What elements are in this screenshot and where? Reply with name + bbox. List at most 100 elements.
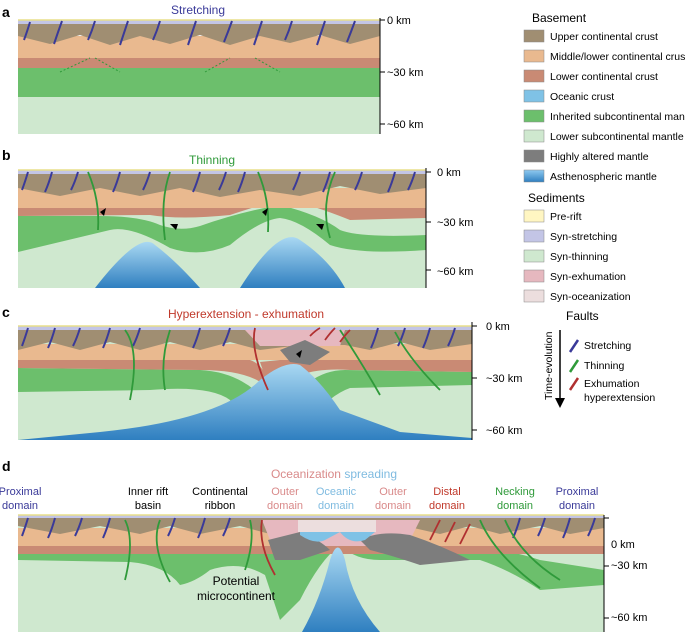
legend: Basement Upper continental crust Middle/… <box>523 11 685 408</box>
svg-text:basin: basin <box>135 500 161 512</box>
legend-item: Middle/lower continental crust <box>523 49 685 63</box>
time-arrow-head <box>555 398 565 408</box>
svg-text:Outer: Outer <box>271 486 299 498</box>
svg-text:Exhumation: Exhumation <box>584 378 640 390</box>
domain-label: Oceanic domain <box>316 486 357 512</box>
depth-0-a: 0 km <box>387 15 411 27</box>
domain-label: Continental ribbon <box>192 486 248 512</box>
panel-letter-c: c <box>2 304 10 320</box>
legend-item: Lower subcontinental mantle <box>523 129 684 143</box>
svg-text:Pre-rift: Pre-rift <box>550 211 582 223</box>
panel-c: c Hyperextension - exhumation <box>2 304 522 440</box>
legend-item: Syn-oceanization <box>523 289 631 303</box>
depth-60-a: ~60 km <box>387 119 423 131</box>
depth-30-d: ~30 km <box>611 560 647 572</box>
panel-d-title: Oceanization spreading <box>271 467 397 481</box>
depth-60-b: ~60 km <box>437 266 473 278</box>
svg-text:Highly altered mantle: Highly altered mantle <box>550 151 649 163</box>
time-evolution-label: Time-evolution <box>543 331 555 400</box>
panel-b-title: Thinning <box>189 153 235 167</box>
svg-text:domain: domain <box>497 500 533 512</box>
svg-text:Lower subcontinental mantle: Lower subcontinental mantle <box>550 131 684 143</box>
depth-axis-b <box>425 168 431 288</box>
depth-0-d: 0 km <box>611 539 635 551</box>
cross-section-b <box>18 169 426 288</box>
panel-letter-d: d <box>2 458 11 474</box>
svg-text:domain: domain <box>559 500 595 512</box>
panel-a: a Stretching 0 km ~30 km ~60 <box>2 3 423 134</box>
legend-item: Syn-thinning <box>523 249 609 263</box>
domain-label: Necking domain <box>495 486 535 512</box>
legend-item: Syn-exhumation <box>523 269 626 283</box>
svg-text:Lower continental crust: Lower continental crust <box>550 71 658 83</box>
cross-section-d <box>18 514 604 632</box>
legend-sediments-title: Sediments <box>528 191 585 205</box>
svg-text:Asthenospheric mantle: Asthenospheric mantle <box>550 171 657 183</box>
svg-text:Proximal: Proximal <box>0 486 41 498</box>
depth-30-c: ~30 km <box>486 373 522 385</box>
depth-axis-a <box>379 18 385 134</box>
svg-text:Stretching: Stretching <box>584 340 631 352</box>
svg-text:Distal: Distal <box>433 486 461 498</box>
domain-label: Proximal domain <box>556 486 599 512</box>
svg-text:Syn-oceanization: Syn-oceanization <box>550 291 631 303</box>
panel-a-title: Stretching <box>171 3 225 17</box>
legend-item: Inherited subcontinental mantle <box>523 109 685 123</box>
legend-item: Oceanic crust <box>523 89 614 103</box>
depth-60-d: ~60 km <box>611 612 647 624</box>
panel-letter-b: b <box>2 147 11 163</box>
annotation-microcontinent-l2: microcontinent <box>197 589 276 603</box>
domain-label: Outer domain <box>375 486 411 512</box>
legend-item: Lower continental crust <box>523 69 658 83</box>
domain-label: Inner rift basin <box>128 486 168 512</box>
svg-text:Proximal: Proximal <box>556 486 599 498</box>
svg-text:Necking: Necking <box>495 486 535 498</box>
depth-axis-c <box>471 322 477 440</box>
svg-text:domain: domain <box>375 500 411 512</box>
legend-item: Exhumation hyperextension <box>568 377 655 404</box>
svg-text:domain: domain <box>2 500 38 512</box>
svg-text:domain: domain <box>318 500 354 512</box>
svg-text:Upper continental crust: Upper continental crust <box>550 31 658 43</box>
legend-basement-title: Basement <box>532 11 587 25</box>
svg-text:Syn-thinning: Syn-thinning <box>550 251 609 263</box>
depth-0-b: 0 km <box>437 167 461 179</box>
panel-letter-a: a <box>2 4 10 20</box>
legend-item: Stretching <box>568 339 631 353</box>
depth-60-c: ~60 km <box>486 425 522 437</box>
svg-text:Syn-exhumation: Syn-exhumation <box>550 271 626 283</box>
svg-text:hyperextension: hyperextension <box>584 392 655 404</box>
svg-text:Thinning: Thinning <box>584 360 624 372</box>
svg-text:ribbon: ribbon <box>205 500 236 512</box>
annotation-microcontinent-l1: Potential <box>213 574 260 588</box>
svg-text:Syn-stretching: Syn-stretching <box>550 231 617 243</box>
panel-b: b Thinning <box>2 147 473 288</box>
svg-text:Oceanic: Oceanic <box>316 486 357 498</box>
svg-text:Inner rift: Inner rift <box>128 486 168 498</box>
domain-label: Outer domain <box>267 486 303 512</box>
depth-30-b: ~30 km <box>437 217 473 229</box>
cross-section-c <box>18 325 472 440</box>
legend-faults-title: Faults <box>566 309 599 323</box>
domain-labels: Proximal domain Inner rift basin Continent… <box>0 486 598 512</box>
depth-30-a: ~30 km <box>387 67 423 79</box>
cross-section-a <box>18 19 380 134</box>
legend-item: Thinning <box>568 359 624 373</box>
legend-item: Highly altered mantle <box>523 149 649 163</box>
legend-item: Upper continental crust <box>523 29 658 43</box>
domain-label: Distal domain <box>429 486 465 512</box>
legend-item: Syn-stretching <box>523 229 617 243</box>
panel-c-title: Hyperextension - exhumation <box>168 307 324 321</box>
depth-0-c: 0 km <box>486 321 510 333</box>
svg-text:Continental: Continental <box>192 486 248 498</box>
svg-text:domain: domain <box>267 500 303 512</box>
svg-text:Inherited subcontinental mantl: Inherited subcontinental mantle <box>550 111 685 123</box>
svg-text:Oceanic crust: Oceanic crust <box>550 91 614 103</box>
panel-d: d Oceanization spreading Proximal domain … <box>0 458 647 632</box>
svg-text:Outer: Outer <box>379 486 407 498</box>
svg-text:Middle/lower continental crust: Middle/lower continental crust <box>550 51 685 63</box>
svg-text:domain: domain <box>429 500 465 512</box>
legend-item: Pre-rift <box>523 209 582 223</box>
depth-axis-d <box>603 515 609 632</box>
